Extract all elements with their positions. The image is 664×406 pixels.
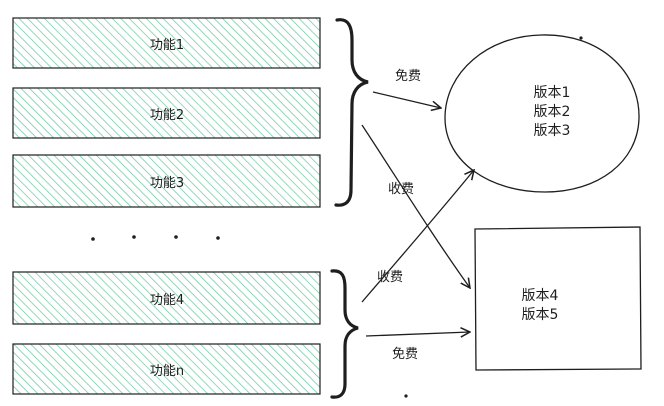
box-versions: 版本4 版本5: [500, 287, 580, 325]
brace-top: [334, 18, 369, 207]
dot-bottom: [404, 394, 408, 398]
feature-label-1: 功能1: [149, 38, 185, 53]
feature-label-3: 功能3: [149, 176, 185, 191]
ellipsis-dots: [91, 235, 220, 241]
circle-versions: 版本1 版本2 版本3: [512, 84, 592, 141]
feature-label-2: 功能2: [149, 108, 185, 123]
feature-bar-n: [12, 343, 321, 395]
feature-bar-1: [12, 17, 321, 69]
feature-label-n: 功能n: [149, 364, 185, 379]
brace-bottom: [330, 269, 359, 399]
edge-label-free-bottom: 免费: [392, 347, 419, 362]
version-box: [474, 226, 642, 371]
feature-bar-4: [12, 271, 321, 325]
version-label-2: 版本2: [533, 104, 571, 120]
edge-label-free-top: 免费: [395, 69, 422, 84]
feature-label-4: 功能4: [149, 293, 185, 308]
version-circle: [444, 34, 640, 193]
arrow-free-bottom: [365, 332, 470, 336]
version-label-1: 版本1: [533, 85, 571, 101]
dot-circle-top: [579, 36, 583, 40]
version-label-3: 版本3: [533, 123, 571, 139]
edge-label-paid-top: 收费: [388, 182, 415, 197]
edge-label-paid-bottom: 收费: [377, 270, 404, 285]
arrow-paid-bottom: [361, 170, 474, 303]
version-label-5: 版本5: [521, 307, 559, 323]
feature-bar-3: [12, 154, 321, 208]
feature-bar-2: [12, 87, 321, 139]
version-label-4: 版本4: [521, 288, 559, 304]
arrow-paid-top: [361, 124, 470, 288]
arrow-free-top: [372, 91, 441, 108]
